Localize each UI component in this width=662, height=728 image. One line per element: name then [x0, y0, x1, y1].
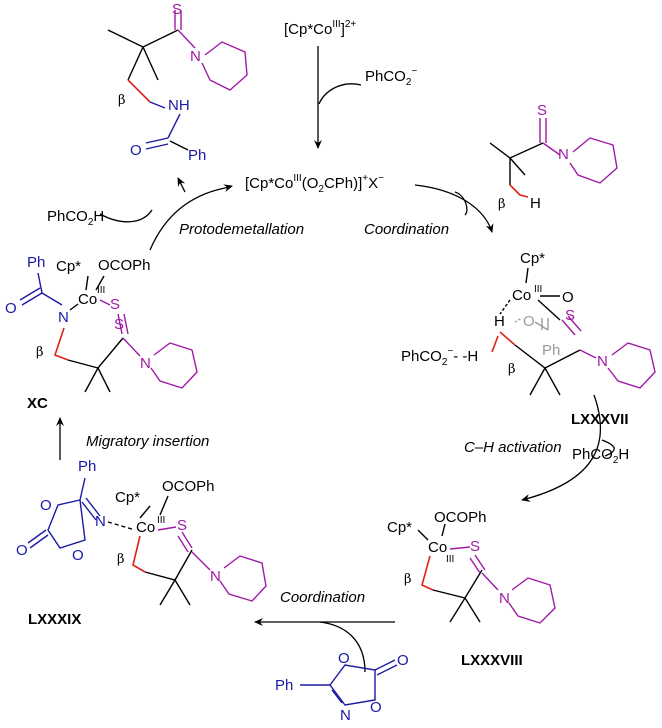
svg-text:O: O — [72, 547, 84, 564]
svg-text:O: O — [370, 699, 382, 716]
svg-text:III: III — [157, 515, 165, 526]
svg-text:Ph: Ph — [27, 254, 45, 271]
svg-text:O: O — [397, 652, 409, 669]
svg-text:N: N — [499, 590, 510, 607]
svg-text:OCOPh: OCOPh — [434, 509, 487, 526]
svg-text:NH: NH — [168, 97, 190, 114]
svg-text:Cp*: Cp* — [56, 258, 81, 275]
svg-text:N: N — [140, 355, 151, 372]
svg-text:N: N — [95, 513, 106, 530]
label-lxxxix: LXXXIX — [28, 611, 81, 628]
svg-text:III: III — [534, 284, 542, 295]
step-ch-activation: C–H activation — [464, 439, 562, 456]
active-catalyst: [Cp*CoIII(O2CPh)]+X− — [245, 173, 384, 195]
svg-text:N: N — [558, 146, 569, 163]
benzoate-reagent: PhCO2− — [365, 66, 417, 88]
svg-text:O: O — [562, 289, 574, 306]
ch-activation-arrow — [521, 394, 602, 502]
svg-text:Co: Co — [136, 519, 155, 536]
svg-text:β: β — [404, 572, 412, 587]
svg-text:S: S — [110, 296, 120, 313]
svg-text:O: O — [5, 300, 17, 317]
svg-text:H: H — [494, 313, 505, 330]
label-xc: XC — [27, 395, 48, 412]
step-coordination-1: Coordination — [364, 221, 449, 238]
svg-text:N: N — [58, 309, 69, 326]
svg-text:N: N — [340, 707, 351, 724]
catalyst-precursor: [Cp*CoIII]2+ — [284, 19, 356, 38]
acid-reagent-in: PhCO2H — [47, 208, 104, 228]
svg-text:S: S — [114, 316, 124, 333]
svg-text:O: O — [16, 542, 28, 559]
acid-uptake-arrow — [99, 209, 153, 223]
svg-text:Ph: Ph — [78, 458, 96, 475]
svg-text:III: III — [446, 554, 454, 565]
svg-text:N: N — [597, 353, 608, 370]
dioxazolone-reagent: Ph O O N O — [275, 650, 409, 724]
svg-text:Co: Co — [78, 291, 97, 308]
svg-text:OCOPh: OCOPh — [162, 478, 215, 495]
svg-text:[Cp*CoIII(O2CPh)]+X−: [Cp*CoIII(O2CPh)]+X− — [245, 173, 384, 195]
svg-text:O: O — [130, 142, 142, 159]
svg-text:Cp*: Cp* — [387, 519, 412, 536]
svg-text:O: O — [338, 650, 350, 667]
svg-text:S: S — [537, 102, 547, 119]
step-coordination-2: Coordination — [280, 589, 365, 606]
benzoate-curved-arrow — [318, 83, 362, 105]
svg-text:β: β — [118, 93, 126, 108]
svg-text:H: H — [530, 195, 541, 212]
svg-text:Cp*: Cp* — [520, 250, 545, 267]
svg-text:β: β — [117, 552, 125, 567]
svg-text:Ph: Ph — [188, 147, 206, 164]
svg-text:S: S — [172, 1, 182, 18]
product-amide: S N β NH O Ph — [107, 1, 248, 164]
intermediate-lxxxvii: Cp* Co III O H O Ph S β N PhCO2−- -H — [401, 250, 656, 396]
svg-text:Cp*: Cp* — [115, 489, 140, 506]
intermediate-lxxxix: Ph O N O O Cp* OCOPh Co III S β N — [16, 458, 267, 606]
svg-text:OCOPh: OCOPh — [98, 257, 151, 274]
svg-text:PhCO2−- -H: PhCO2−- -H — [401, 346, 478, 368]
svg-text:Co: Co — [512, 287, 531, 304]
intermediate-xc: Ph O N Cp* OCOPh Co III S S β N — [5, 254, 198, 393]
svg-text:O: O — [523, 313, 535, 330]
svg-text:β: β — [508, 362, 516, 377]
coordination-arrow-1 — [414, 184, 494, 233]
step-protodemetallation: Protodemetallation — [179, 221, 304, 238]
svg-text:N: N — [190, 48, 201, 65]
acid-reagent-out: PhCO2H — [572, 446, 629, 466]
svg-text:β: β — [36, 345, 44, 360]
svg-text:S: S — [565, 307, 575, 324]
svg-text:Ph: Ph — [275, 677, 293, 694]
svg-text:III: III — [97, 285, 105, 296]
svg-text:S: S — [177, 517, 187, 534]
protodemetallation-arrow — [149, 187, 226, 251]
svg-text:Co: Co — [428, 539, 447, 556]
svg-text:S: S — [470, 538, 480, 555]
svg-text:β: β — [498, 197, 506, 212]
svg-text:N: N — [210, 568, 221, 585]
intermediate-lxxxviii: OCOPh Cp* Co III S β N — [387, 509, 556, 624]
substrate-thioamide: S N β H — [489, 102, 618, 212]
step-migratory-insertion: Migratory insertion — [86, 433, 209, 450]
svg-text:Ph: Ph — [542, 342, 560, 359]
svg-text:O: O — [40, 497, 52, 514]
svg-text:[Cp*CoIII]2+: [Cp*CoIII]2+ — [284, 19, 356, 38]
label-lxxxviii: LXXXVIII — [461, 652, 523, 669]
